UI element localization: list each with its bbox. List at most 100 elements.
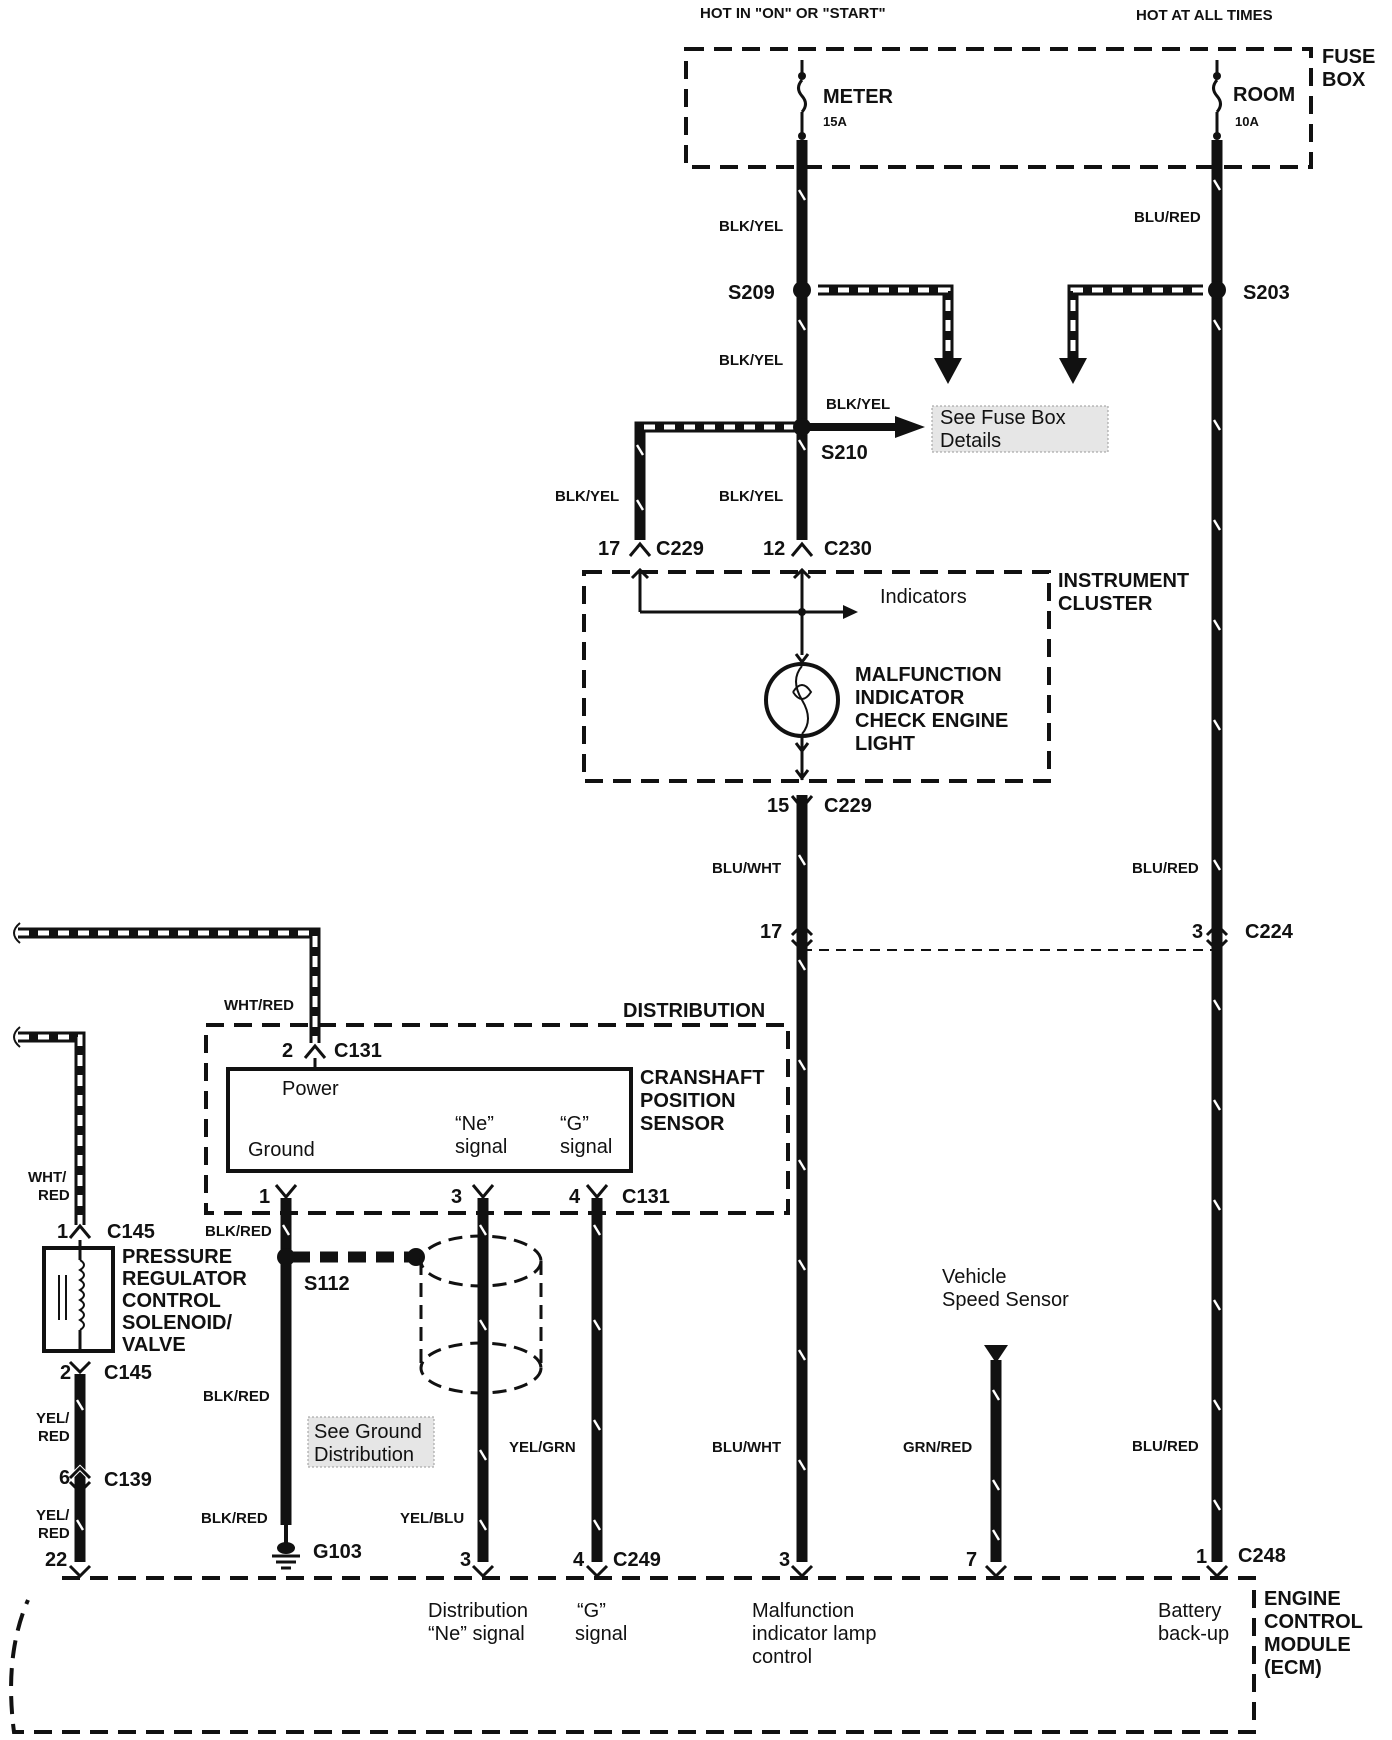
- wire-label-blk-yel-5: BLK/YEL: [719, 488, 783, 505]
- pin-7-ecm: 7: [966, 1549, 977, 1571]
- wire-label-blk-red-2: BLK/RED: [203, 1388, 270, 1405]
- pin-1-c145: 1: [57, 1221, 68, 1243]
- wire-label-blu-red-3: BLU/RED: [1132, 1438, 1199, 1455]
- wire-label-blk-yel-4: BLK/YEL: [555, 488, 619, 505]
- ecm-box: [9, 1576, 1256, 1734]
- shield-cylinder: [419, 1234, 543, 1395]
- connector-c248: C248: [1238, 1545, 1286, 1567]
- room-fuse: ROOM 10A: [1212, 60, 1295, 140]
- instrument-cluster: INSTRUMENT CLUSTER Indicators MALFUNCTIO…: [582, 567, 1189, 783]
- pin-15-c229: 15: [767, 795, 789, 817]
- solenoid-label-5: VALVE: [122, 1334, 186, 1356]
- ecm-bat-1: Battery: [1158, 1600, 1221, 1622]
- g-signal-wire: [585, 1184, 609, 1562]
- wire-label-blk-red-1: BLK/RED: [205, 1223, 272, 1240]
- sensor-g-label-2: signal: [560, 1136, 612, 1158]
- mil-label-4: LIGHT: [855, 733, 915, 755]
- splice-s112-dot: [277, 1248, 295, 1266]
- distribution-title: DISTRIBUTION: [623, 1000, 765, 1022]
- splice-s209-label: S209: [728, 282, 775, 304]
- fuse-box: FUSE BOX METER 15A ROOM 10A: [684, 46, 1375, 169]
- connector-c139: C139: [104, 1469, 152, 1491]
- pin-3-ecm: 3: [779, 1549, 790, 1571]
- connector-c131-top: C131: [334, 1040, 382, 1062]
- wire-label-yel-grn: YEL/GRN: [509, 1439, 576, 1456]
- crankshaft-position-sensor: Power Ground “Ne” signal “G” signal: [226, 1058, 633, 1173]
- room-fuse-name: ROOM: [1233, 84, 1295, 106]
- wire-label-wht-red-2b: RED: [38, 1187, 70, 1204]
- hot-all-times-label: HOT AT ALL TIMES: [1136, 7, 1273, 24]
- ecm-title-3: MODULE: [1264, 1634, 1351, 1656]
- ne-signal-wire: [471, 1184, 495, 1562]
- meter-fuse: METER 15A: [797, 60, 894, 140]
- see-ground-line-1: See Ground: [314, 1421, 422, 1443]
- pin-2-c145: 2: [60, 1362, 71, 1384]
- blu-wht-mil-wire: [796, 795, 808, 1562]
- mil-label-3: CHECK ENGINE: [855, 710, 1008, 732]
- wire-label-yel-red-2b: RED: [38, 1525, 70, 1542]
- wire-label-yel-red-1b: RED: [38, 1428, 70, 1445]
- splice-s209-dot: [793, 281, 811, 299]
- connector-c229-bottom: C229: [824, 795, 872, 817]
- wire-label-yel-blu: YEL/BLU: [400, 1510, 464, 1527]
- ground-g103-symbol: [272, 1525, 300, 1570]
- see-fuse-box-line-1: See Fuse Box: [940, 407, 1066, 429]
- pin-17-c224: 17: [760, 921, 782, 943]
- wire-label-blk-yel-2: BLK/YEL: [719, 352, 783, 369]
- ground-g103-label: G103: [313, 1541, 362, 1563]
- sensor-ne-label-2: signal: [455, 1136, 507, 1158]
- splice-s210-dot: [793, 418, 811, 436]
- vss-label-2: Speed Sensor: [942, 1289, 1069, 1311]
- meter-feed-wire: [796, 140, 808, 540]
- wire-label-yel-red-2a: YEL/: [36, 1507, 70, 1524]
- pressure-regulator-solenoid: [42, 1240, 115, 1353]
- ecm-mil-1: Malfunction: [752, 1600, 854, 1622]
- wire-label-blu-wht-1: BLU/WHT: [712, 860, 781, 877]
- ecm-bat-2: back-up: [1158, 1623, 1229, 1645]
- ecm-mil-2: indicator lamp: [752, 1623, 877, 1645]
- sensor-g-label-1: “G”: [560, 1113, 589, 1135]
- connector-c249: C249: [613, 1549, 661, 1571]
- solenoid-label-2: REGULATOR: [122, 1268, 247, 1290]
- wire-label-blu-wht-2: BLU/WHT: [712, 1439, 781, 1456]
- pin-1-c131: 1: [259, 1186, 270, 1208]
- pin-22-ecm: 22: [45, 1549, 67, 1571]
- pin-2-c131: 2: [282, 1040, 293, 1062]
- wire-label-blk-yel-1: BLK/YEL: [719, 218, 783, 235]
- connector-c230: C230: [824, 538, 872, 560]
- sensor-name-3: SENSOR: [640, 1113, 725, 1135]
- splice-s203-dot: [1208, 281, 1226, 299]
- fuse-box-label-1: FUSE: [1322, 46, 1375, 68]
- connector-c224: C224: [1245, 921, 1294, 943]
- ecm-g-1: “G”: [577, 1600, 606, 1622]
- see-ground-line-2: Distribution: [314, 1444, 414, 1466]
- ecm-mil-3: control: [752, 1646, 812, 1668]
- sensor-ground-label: Ground: [248, 1139, 315, 1161]
- solenoid-label-3: CONTROL: [122, 1290, 221, 1312]
- solenoid-label-4: SOLENOID/: [122, 1312, 232, 1334]
- pin-3-c224: 3: [1192, 921, 1203, 943]
- distribution-box: DISTRIBUTION: [204, 1000, 790, 1215]
- sensor-power-label: Power: [282, 1078, 339, 1100]
- blu-red-battery-wire: [1211, 140, 1223, 1562]
- see-fuse-box-ref: See Fuse Box Details: [931, 405, 1109, 453]
- wire-label-wht-red-2a: WHT/: [28, 1169, 67, 1186]
- pin-4-c131: 4: [569, 1186, 581, 1208]
- splice-s112-label: S112: [304, 1273, 350, 1295]
- connector-c145-top: C145: [107, 1221, 155, 1243]
- s209-branch: [818, 284, 962, 384]
- instrument-cluster-title-2: CLUSTER: [1058, 593, 1153, 615]
- wire-label-blk-yel-3: BLK/YEL: [826, 396, 890, 413]
- sensor-name-2: POSITION: [640, 1090, 736, 1112]
- connector-c131-bottom: C131: [622, 1186, 670, 1208]
- vss-label-1: Vehicle: [942, 1266, 1007, 1288]
- pin-3-c131: 3: [451, 1186, 462, 1208]
- pin-17-c229: 17: [598, 538, 620, 560]
- splice-s210-label: S210: [821, 442, 868, 464]
- s210-left-branch: [634, 421, 795, 540]
- connector-c145-bottom: C145: [104, 1362, 152, 1384]
- shield-connection: [277, 1248, 425, 1266]
- hot-on-start-label: HOT IN "ON" OR "START": [700, 5, 886, 22]
- splice-s203-label: S203: [1243, 282, 1290, 304]
